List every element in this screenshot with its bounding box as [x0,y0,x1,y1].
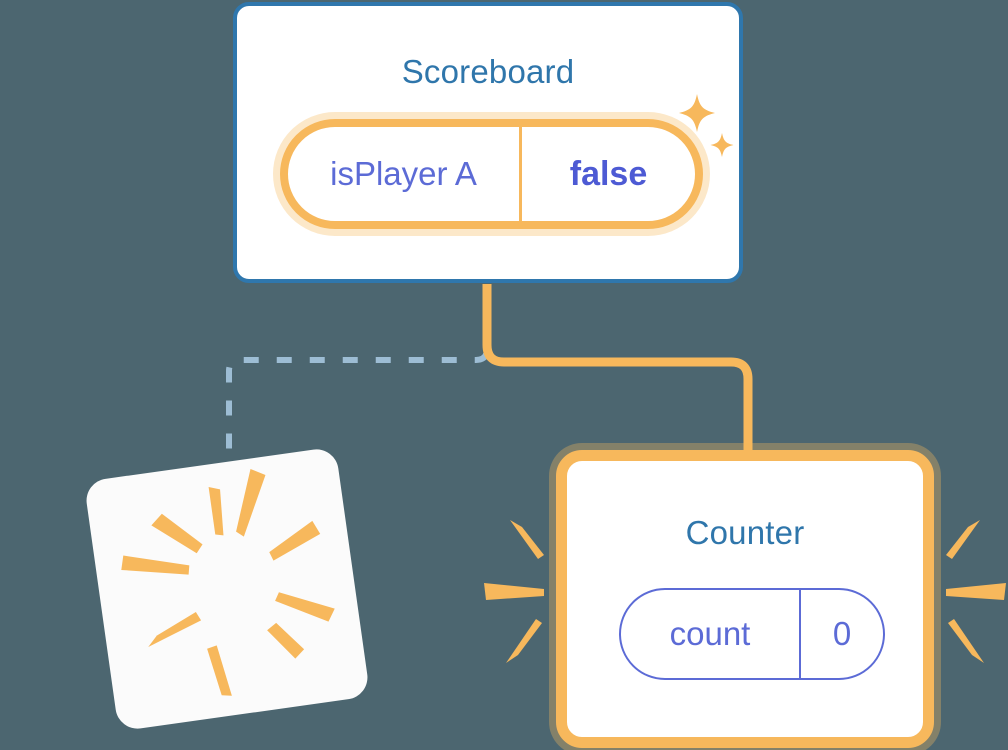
counter-pill-divider [799,590,801,678]
counter-property-value: 0 [832,615,852,652]
burst-ray [948,619,984,663]
burst-ray [946,583,1006,600]
connector-solid-scoreboard-to-counter [482,284,753,462]
burst-rays-counter-left [484,520,544,663]
sparkle-icon-small [710,133,734,157]
scoreboard-property-pill[interactable]: isPlayer A false [280,119,703,229]
scoreboard-property-pill-wrapper: isPlayer A false [280,119,703,229]
connector-dashed-scoreboard-to-card [226,287,490,470]
sparkle-group [679,94,734,157]
node-counter[interactable]: Counter count 0 [556,450,934,748]
node-blank-card[interactable] [83,446,371,732]
node-counter-title: Counter [685,514,805,551]
scoreboard-property-value: false [569,154,648,193]
counter-property-key: count [669,615,751,652]
burst-ray [506,619,542,663]
node-scoreboard-title: Scoreboard [401,53,575,90]
burst-rays-counter-right [946,520,1006,663]
burst-ray [484,583,544,600]
counter-property-pill-wrapper: count 0 [619,588,885,680]
sparkle-icon-large [679,94,715,132]
counter-property-pill[interactable]: count 0 [619,588,885,680]
burst-ray [510,520,544,559]
scoreboard-property-key: isPlayer A [330,155,477,192]
scoreboard-pill-divider [519,127,522,221]
node-scoreboard[interactable]: Scoreboard isPlayer A false [233,2,743,283]
burst-ray [946,520,980,559]
